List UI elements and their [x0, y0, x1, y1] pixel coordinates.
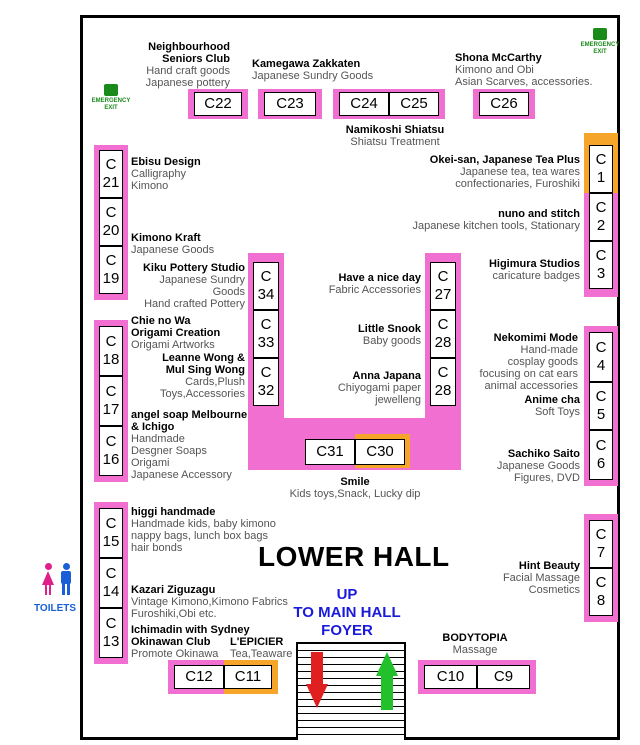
stall-c31[interactable]: C31: [305, 439, 355, 465]
stall-c10[interactable]: C10: [424, 665, 477, 689]
stall-c11[interactable]: C11: [224, 665, 272, 689]
stall-c23[interactable]: C23: [264, 92, 316, 116]
emergency-exit-sign-right: EMERGENCY EXIT: [580, 28, 620, 60]
vendor-nuno: nuno and stitch Japanese kitchen tools, …: [412, 208, 580, 232]
stall-c24[interactable]: C24: [339, 92, 389, 116]
toilets-label: TOILETS: [34, 603, 77, 614]
vendor-nekomimi: Nekomimi Mode Hand-made cosplay goods fo…: [479, 332, 578, 392]
vendor-anna: Anna Japana Chiyogami paper jewelleng: [337, 370, 421, 406]
vendor-bodytopia: BODYTOPIA Massage: [442, 632, 508, 656]
vendor-angel-soap: angel soap Melbourne & Ichigo Handmade D…: [131, 409, 248, 481]
vendor-namikoshi: Namikoshi Shiatsu Shiatsu Treatment: [345, 124, 445, 148]
up-arrow-icon: [376, 652, 398, 710]
vendor-have-nice-day: Have a nice day Fabric Accessories: [328, 272, 421, 296]
vendor-smile: Smile Kids toys,Snack, Lucky dip: [289, 476, 421, 500]
vendor-okei: Okei-san, Japanese Tea Plus Japanese tea…: [429, 154, 580, 190]
toilets-icon: [40, 563, 74, 597]
vendor-higgi: higgi handmade Handmade kids, baby kimon…: [131, 506, 276, 554]
vendor-hint-beauty: Hint Beauty Facial Massage Cosmetics: [502, 560, 580, 596]
vendor-shona: Shona McCarthy Kimono and Obi Asian Scar…: [455, 52, 593, 88]
vendor-sachiko: Sachiko Saito Japanese Goods Figures, DV…: [496, 448, 580, 484]
vendor-kamegawa: Kamegawa Zakkaten Japanese Sundry Goods: [252, 58, 374, 82]
emergency-exit-sign-left: EMERGENCY EXIT: [91, 84, 131, 116]
vendor-ebisu: Ebisu Design Calligraphy Kimono: [131, 156, 201, 192]
hall-title: LOWER HALL: [258, 541, 450, 572]
exit-running-man-icon: [104, 84, 118, 96]
vendor-kimono-kraft: Kimono Kraft Japanese Goods: [131, 232, 215, 256]
vendor-anime-cha: Anime cha Soft Toys: [524, 394, 580, 418]
male-icon: [60, 563, 72, 595]
down-arrow-icon: [306, 652, 328, 710]
vendor-chie: Chie no Wa Origami Creation Origami Artw…: [131, 315, 221, 351]
stairs-direction-text: UP TO MAIN HALL FOYER: [293, 586, 401, 639]
vendor-lepicier: L'EPICIER Tea,Teaware: [230, 636, 293, 660]
vendor-ichimadin: Ichimadin with Sydney Okinawan Club Prom…: [131, 624, 250, 660]
vendor-little-snook: Little Snook Baby goods: [358, 323, 421, 347]
vendor-kiku: Kiku Pottery Studio Japanese Sundry Good…: [142, 262, 245, 310]
stall-c12[interactable]: C12: [174, 665, 224, 689]
female-icon: [42, 563, 54, 595]
hall-outline: [80, 15, 620, 740]
stall-c26[interactable]: C26: [479, 92, 529, 116]
stall-c25[interactable]: C25: [389, 92, 439, 116]
stall-c30[interactable]: C30: [355, 439, 405, 465]
vendor-neighbourhood: Neighbourhood Seniors Club Hand craft go…: [145, 41, 230, 89]
vendor-leanne: Leanne Wong & Mul Sing Wong Cards,Plush …: [160, 352, 245, 400]
vendor-kazari: Kazari Ziguzagu Vintage Kimono,Kimono Fa…: [131, 584, 288, 620]
stall-c9[interactable]: C9: [477, 665, 530, 689]
emergency-exit-label: EMERGENCY EXIT: [91, 98, 131, 111]
emergency-exit-label: EMERGENCY EXIT: [580, 42, 620, 55]
vendor-higimura: Higimura Studios caricature badges: [488, 258, 580, 282]
stall-c22[interactable]: C22: [194, 92, 242, 116]
exit-running-man-icon: [593, 28, 607, 40]
